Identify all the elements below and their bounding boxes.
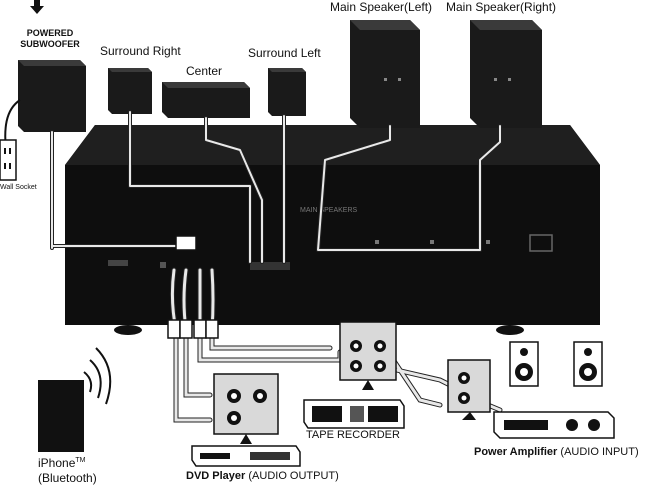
rca-plugs bbox=[167, 235, 219, 339]
tape-recorder-unit bbox=[303, 399, 405, 429]
arrow-down-icon bbox=[30, 0, 44, 14]
subwoofer-label-line2: SUBWOOFER bbox=[20, 39, 80, 49]
power-amplifier-unit bbox=[493, 411, 615, 439]
amp-speaker-left bbox=[509, 341, 539, 387]
dvd-player-suffix: (AUDIO OUTPUT) bbox=[248, 470, 339, 482]
surround-left-label: Surround Left bbox=[248, 46, 321, 60]
tape-recorder-label: TAPE RECORDER bbox=[306, 429, 400, 441]
center-speaker bbox=[162, 82, 250, 118]
dvd-connector-panel bbox=[213, 373, 279, 444]
power-amplifier-suffix: (AUDIO INPUT) bbox=[560, 446, 639, 458]
power-amplifier-name: Power Amplifier bbox=[474, 446, 558, 458]
surround-right-label: Surround Right bbox=[100, 44, 181, 58]
dvd-player-unit bbox=[191, 445, 301, 467]
surround-right-speaker bbox=[108, 68, 152, 114]
subwoofer-label-line1: POWERED bbox=[26, 28, 74, 38]
iphone-device bbox=[38, 380, 84, 452]
iphone-label-text: iPhone bbox=[38, 456, 76, 470]
subwoofer-label: POWERED SUBWOOFER bbox=[10, 28, 90, 50]
powered-subwoofer bbox=[4, 60, 86, 151]
amp-connector-panel bbox=[447, 359, 491, 420]
power-amplifier-label: Power Amplifier (AUDIO INPUT) bbox=[474, 446, 639, 458]
iphone-label: iPhoneTM bbox=[38, 456, 85, 470]
speaker-cables bbox=[50, 110, 502, 264]
svg-text:MAIN SPEAKERS: MAIN SPEAKERS bbox=[300, 207, 358, 214]
main-speaker-left-label: Main Speaker(Left) bbox=[330, 0, 433, 14]
main-speaker-right bbox=[470, 20, 542, 128]
wall-socket-label: Wall Socket bbox=[0, 184, 37, 191]
dvd-player-name: DVD Player bbox=[186, 470, 246, 482]
amp-speaker-right bbox=[573, 341, 603, 387]
center-label: Center bbox=[186, 64, 223, 78]
wall-socket-icon bbox=[0, 139, 17, 181]
tape-connector-panel bbox=[339, 321, 397, 390]
trademark-mark: TM bbox=[75, 457, 86, 464]
bluetooth-label: (Bluetooth) bbox=[38, 471, 97, 485]
surround-left-speaker bbox=[268, 68, 306, 116]
main-speaker-right-label: Main Speaker(Right) bbox=[446, 0, 557, 14]
main-speaker-left bbox=[350, 20, 420, 128]
dvd-player-label: DVD Player (AUDIO OUTPUT) bbox=[186, 470, 339, 482]
bluetooth-waves-icon bbox=[83, 347, 112, 405]
